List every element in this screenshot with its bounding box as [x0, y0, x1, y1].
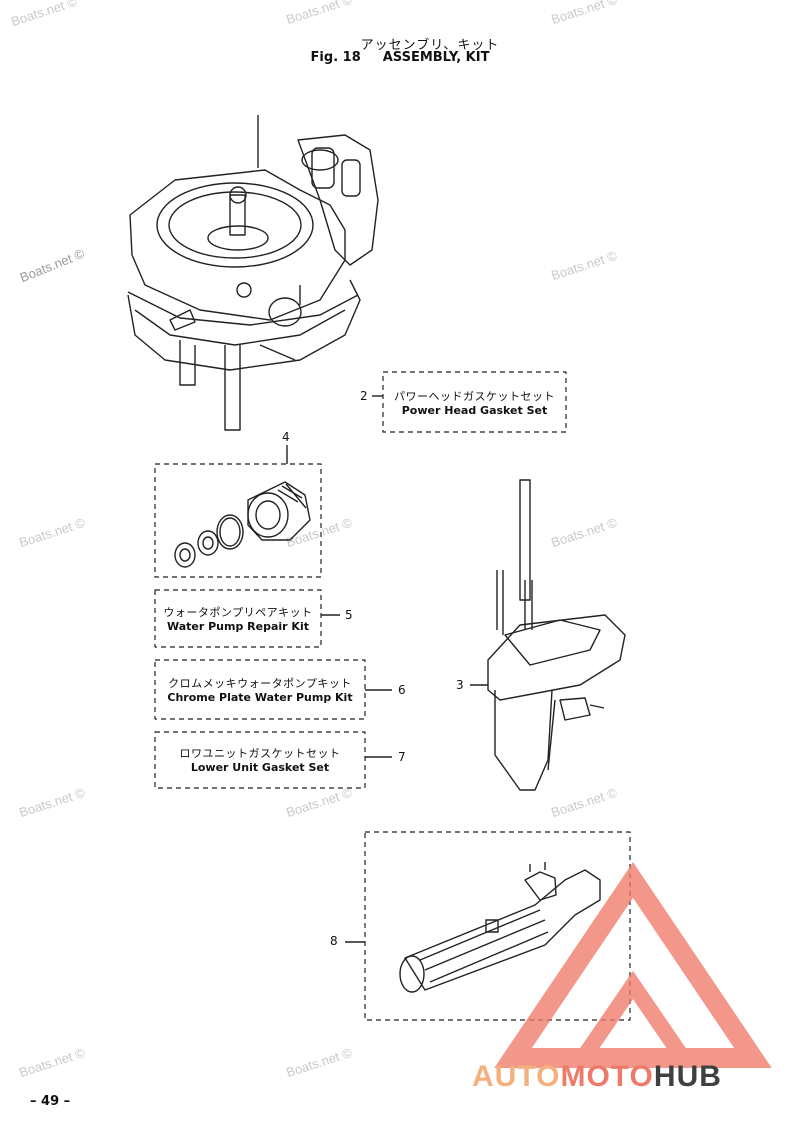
- part-label-en: Water Pump Repair Kit: [166, 620, 309, 633]
- callout-number: 4: [282, 430, 290, 444]
- part-label-jp: ロワユニットガスケットセット: [179, 747, 341, 760]
- logo-part-moto: MOTO: [560, 1060, 654, 1093]
- callout-number: 6: [398, 683, 406, 697]
- part-label-jp: クロムメッキウォータポンプキット: [168, 677, 352, 690]
- page-number: – 49 –: [30, 1094, 71, 1109]
- part-label-en: Power Head Gasket Set: [401, 404, 548, 417]
- callout-number: 2: [360, 389, 368, 403]
- part-label-en: Chrome Plate Water Pump Kit: [167, 691, 353, 704]
- automotohub-logo-triangle: [494, 862, 772, 1068]
- callout-number: 8: [330, 934, 338, 948]
- part-label-jp: パワーヘッドガスケットセット: [394, 390, 555, 403]
- callout-number: 5: [345, 608, 353, 622]
- callout-number: 3: [456, 678, 464, 692]
- logo-part-hub: HUB: [653, 1060, 722, 1093]
- power-head-illustration: [127, 115, 379, 431]
- tiller-handle-illustration: [399, 862, 601, 993]
- logo-part-auto: AUTO: [472, 1060, 561, 1093]
- lower-unit-illustration: [470, 479, 626, 791]
- figure-title: Fig. 18 ASSEMBLY, KIT: [270, 50, 530, 65]
- water-pump-parts-illustration: [174, 481, 311, 568]
- part-label-jp: ウォータポンプリペアキット: [163, 606, 313, 619]
- part-label-en: Lower Unit Gasket Set: [190, 761, 330, 774]
- title-japanese: アッセンブリ、キット: [360, 38, 500, 53]
- figure-number: Fig. 18: [310, 50, 361, 65]
- figure-title-text: ASSEMBLY, KIT: [382, 50, 490, 65]
- automotohub-logo: AUTOMOTOHUB: [472, 1060, 722, 1094]
- callout-number: 7: [398, 750, 406, 764]
